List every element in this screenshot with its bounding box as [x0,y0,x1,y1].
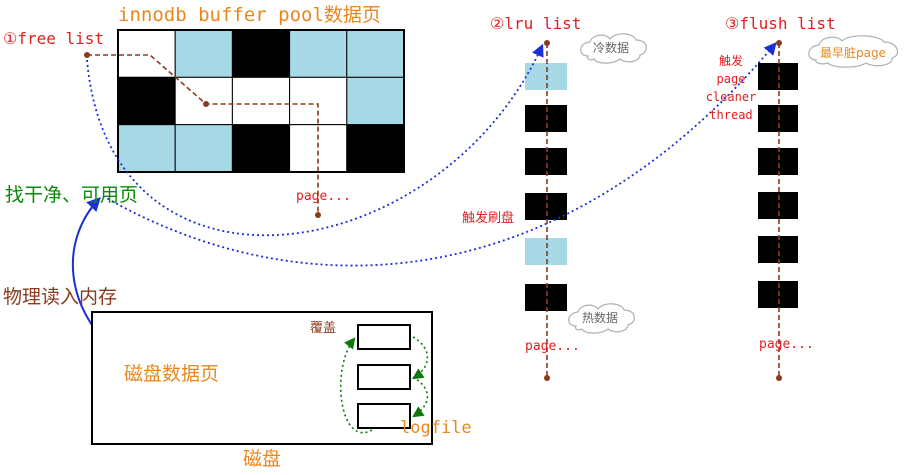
buffer-page-cell [117,29,176,78]
page-ellipsis-flush: page... [759,337,814,352]
trigger-cleaner-line-2: page [716,72,746,86]
buffer-page-cell [231,76,291,126]
find-clean-page-label: 找干净、可用页 [5,184,139,206]
lru-page-block [525,238,567,265]
buffer-page-cell [289,124,348,173]
buffer-page-cell [231,29,291,78]
buffer-page-cell [289,29,348,78]
buffer-page-cell [174,124,233,173]
buffer-pool-grid [117,29,405,173]
trigger-cleaner-line-1: 触发 [718,54,743,68]
lru-page-block [525,63,567,90]
earliest-dirty-cloud: 最早脏page [808,35,899,68]
trigger-flush-label: 触发刷盘 [462,211,515,226]
lru-page-block [525,284,567,311]
lru-tail-dot [544,375,550,381]
logfile-arrow-1-2 [412,336,429,380]
buffer-page-cell [174,29,233,78]
flush-page-block [758,63,798,90]
flush-page-block [758,148,798,175]
free-list-node-dot [203,101,209,107]
earliest-dirty-text: 最早脏page [820,45,886,60]
buffer-page-cell [117,76,176,126]
cold-data-text: 冷数据 [593,40,629,55]
hot-data-cloud: 热数据 [568,303,635,334]
trigger-cleaner-line-4: thread [709,108,753,122]
buffer-page-cell [117,124,176,173]
buffer-page-cell [346,124,405,173]
lru-head-dot [544,40,550,46]
flush-page-block [758,192,798,219]
hot-data-text: 热数据 [582,310,618,325]
free-list-label: ①free list [3,29,105,48]
logfile-block-1 [357,324,411,350]
physical-read-label: 物理读入内存 [3,286,118,308]
trigger-cleaner-line-3: cleaner [705,90,757,104]
logfile-wrap-arrow [339,337,373,434]
buffer-pool-title: innodb buffer pool数据页 [118,4,381,26]
lru-page-block [525,105,567,132]
page-ellipsis-pool: page... [296,189,351,204]
buffer-pool-frame [117,29,405,173]
lru-page-block [525,148,567,175]
page-ellipsis-lru: page... [525,339,580,354]
flush-pages [758,63,798,308]
flush-page-block [758,236,798,263]
disk-data-page-label: 磁盘数据页 [124,363,220,385]
arrow-to-flush [102,42,777,267]
logfile-label: logfile [400,418,472,438]
buffer-page-cell [346,29,405,78]
lru-page-block [525,193,567,220]
lru-pages [525,63,567,311]
buffer-page-cell [289,76,348,126]
logfile-block-2 [357,364,411,390]
flush-page-block [758,105,798,132]
trigger-cleaner-label: 触发 page cleaner thread [698,52,764,124]
cold-data-cloud: 冷数据 [580,33,647,64]
buffer-page-cell [346,76,405,126]
free-list-head-dot [84,52,90,58]
logfile-block-3 [357,403,411,429]
flush-head-dot [776,40,782,46]
lru-list-label: ②lru list [490,14,582,33]
disk-label: 磁盘 [243,448,282,470]
flush-page-block [758,281,798,308]
flush-tail-dot [776,375,782,381]
buffer-page-cell [231,124,291,173]
overwrite-label: 覆盖 [310,321,337,336]
buffer-page-cell [174,76,233,126]
flush-list-label: ③flush list [725,14,836,33]
free-list-tail-dot [315,212,321,218]
